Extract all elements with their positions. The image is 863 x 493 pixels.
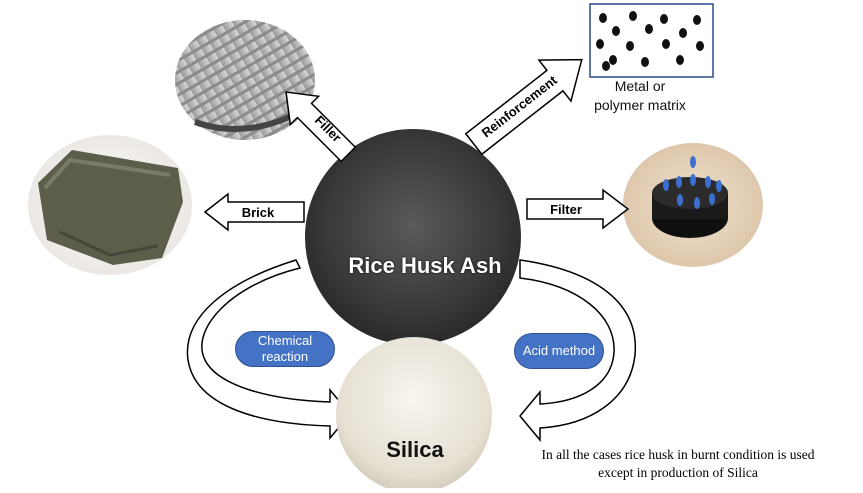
- footnote: In all the cases rice husk in burnt cond…: [502, 446, 854, 482]
- rice-husk-ash-image: [305, 129, 521, 345]
- filler-arrow: [285, 91, 357, 163]
- silica-label: Silica: [386, 437, 444, 462]
- filter-label: Filter: [550, 202, 582, 217]
- acid-method-pill: Acid method: [514, 333, 604, 369]
- tire-image: [175, 20, 315, 140]
- filter-image: [623, 143, 763, 267]
- brick-image: [28, 135, 192, 275]
- right-cycle-arrow: [519, 259, 636, 443]
- acid-method-label: Acid method: [522, 343, 596, 358]
- reinforcement-label: Reinforcement: [479, 72, 560, 140]
- silica-image: [336, 337, 492, 493]
- chemical-reaction-label: Chemical reaction: [257, 333, 313, 364]
- footnote-line2: except in production of Silica: [598, 465, 758, 480]
- filter-arrow: [526, 188, 630, 230]
- matrix-box: [589, 3, 714, 78]
- reinforcement-arrow: [464, 58, 583, 156]
- brick-arrow: [203, 192, 305, 232]
- brick-label: Brick: [242, 205, 275, 220]
- rice-husk-ash-label: Rice Husk Ash: [348, 253, 502, 278]
- chemical-reaction-pill: Chemical reaction: [235, 331, 335, 367]
- matrix-label-line1: Metal or: [614, 78, 666, 94]
- matrix-label: Metal or polymer matrix: [570, 77, 710, 115]
- matrix-label-line2: polymer matrix: [594, 97, 686, 113]
- footnote-line1: In all the cases rice husk in burnt cond…: [541, 447, 815, 462]
- left-cycle-arrow: [186, 259, 351, 441]
